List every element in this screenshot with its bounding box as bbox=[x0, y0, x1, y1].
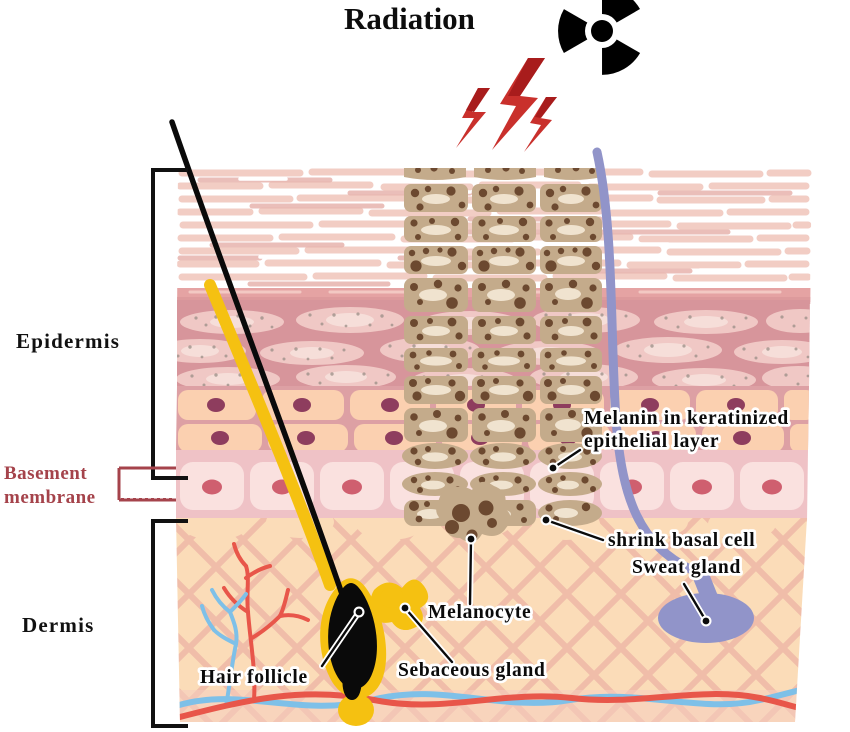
blood-vessels bbox=[176, 542, 803, 721]
lightning-bolt-icon bbox=[524, 97, 557, 152]
radiation-symbol-icon bbox=[558, 0, 641, 75]
callout-hair-follicle-label: Hair follicle bbox=[200, 667, 308, 688]
dermis-bracket bbox=[151, 519, 188, 728]
svg-text:epithelial layer: epithelial layer bbox=[584, 431, 719, 452]
callout-shrink-basal-cell: shrink basal cell shrink basal cell bbox=[540, 514, 757, 554]
melanin-rows bbox=[402, 184, 602, 526]
lightning-bolt-icon-group bbox=[456, 58, 557, 152]
callout-sebaceous-gland: Sebaceous gland Sebaceous gland bbox=[395, 602, 548, 684]
callout-melanocyte-label: Melanocyte bbox=[428, 602, 531, 623]
svg-text:Melanocyte: Melanocyte bbox=[428, 602, 531, 623]
basement-membrane-label-line2: membrane bbox=[4, 487, 96, 508]
lightning-bolt-icon bbox=[456, 88, 490, 148]
callout-melanin-keratinized: Melanin in keratinized Melanin in kerati… bbox=[547, 405, 791, 474]
melanocyte-granules bbox=[445, 500, 497, 541]
basement-membrane-bracket bbox=[117, 466, 176, 502]
melanocyte bbox=[436, 481, 511, 543]
svg-text:Melanin in keratinized: Melanin in keratinized bbox=[584, 408, 789, 429]
hair-bulb-sheath bbox=[338, 694, 374, 726]
callout-melanocyte: Melanocyte Melanocyte bbox=[425, 533, 533, 626]
page-title: Radiation bbox=[344, 1, 475, 36]
epidermis-bracket bbox=[151, 168, 188, 480]
lightning-bolt-icon bbox=[492, 58, 545, 150]
hair-follicle bbox=[169, 119, 387, 726]
epidermis-label: Epidermis bbox=[16, 329, 120, 353]
callout-sebaceous-gland-label: Sebaceous gland bbox=[398, 660, 546, 681]
venule bbox=[200, 588, 248, 708]
callout-sweat-gland: Sweat gland Sweat gland bbox=[629, 554, 743, 627]
callout-hair-follicle: Hair follicle Hair follicle bbox=[197, 606, 365, 691]
callout-melanin-line1: Melanin in keratinized bbox=[584, 408, 789, 429]
basement-membrane-label-line1: Basement bbox=[4, 463, 87, 484]
callout-melanin-line2: epithelial layer bbox=[584, 431, 719, 452]
hair-bulb bbox=[328, 583, 377, 689]
dermis-label: Dermis bbox=[22, 613, 95, 637]
arteriole bbox=[222, 542, 310, 702]
svg-text:Sweat gland: Sweat gland bbox=[632, 557, 741, 578]
callout-shrink-basal-cell-label: shrink basal cell bbox=[608, 530, 755, 551]
svg-text:shrink basal cell: shrink basal cell bbox=[608, 530, 755, 551]
svg-text:Hair follicle: Hair follicle bbox=[200, 667, 308, 688]
callout-sweat-gland-label: Sweat gland bbox=[632, 557, 741, 578]
svg-text:Sebaceous gland: Sebaceous gland bbox=[398, 660, 546, 681]
